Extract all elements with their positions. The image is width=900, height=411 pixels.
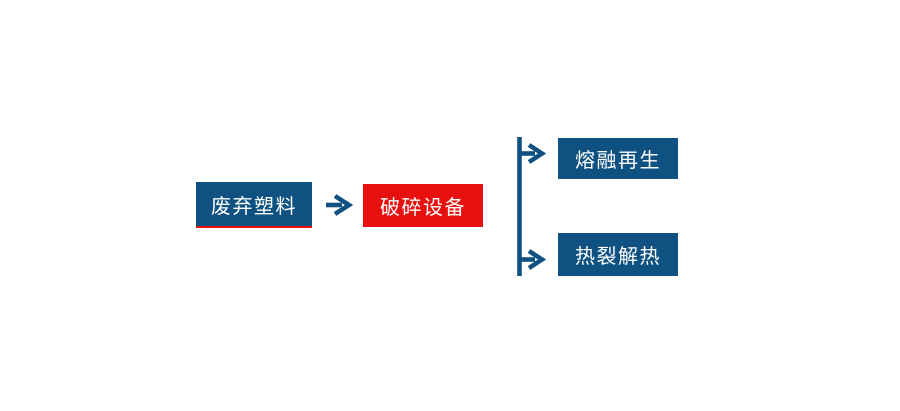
node-crushing-equipment-label: 破碎设备 — [380, 197, 466, 219]
node-thermal-cracking: 热裂解热 — [558, 233, 678, 276]
arrow-right-icon — [326, 194, 354, 216]
node-crushing-equipment: 破碎设备 — [363, 184, 483, 227]
node-melt-regeneration: 熔融再生 — [558, 138, 678, 179]
node-thermal-cracking-label: 热裂解热 — [575, 246, 661, 268]
node-waste-plastic-label: 废弃塑料 — [211, 195, 297, 218]
node-waste-plastic: 废弃塑料 — [196, 182, 312, 228]
branch-arrow-bottom-icon — [519, 249, 547, 270]
branch-arrow-top-icon — [519, 143, 547, 164]
node-melt-regeneration-label: 熔融再生 — [575, 150, 661, 172]
